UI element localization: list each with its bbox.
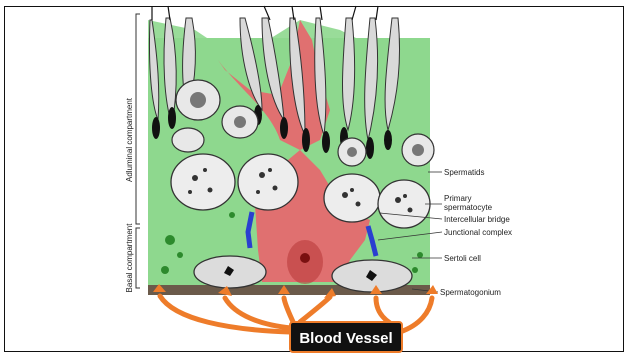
spermatids-label: Spermatids <box>444 168 484 177</box>
adluminal-bracket <box>136 14 140 224</box>
sertoli-cell-label: Sertoli cell <box>444 254 481 263</box>
intercellular-bridge-label: Intercellular bridge <box>444 215 510 224</box>
basal-bracket <box>136 228 140 288</box>
primary-spermatocyte-label-1: Primary <box>444 194 472 203</box>
primary-spermatocyte-label-2: spermatocyte <box>444 203 493 212</box>
basal-label: Basal compartment <box>125 223 134 293</box>
blood-vessel-label: Blood Vessel <box>299 330 392 347</box>
junctional-complex-label: Junctional complex <box>444 228 512 237</box>
adluminal-label: Adluminal compartment <box>125 97 134 182</box>
spermatogonium-label: Spermatogonium <box>440 288 501 297</box>
